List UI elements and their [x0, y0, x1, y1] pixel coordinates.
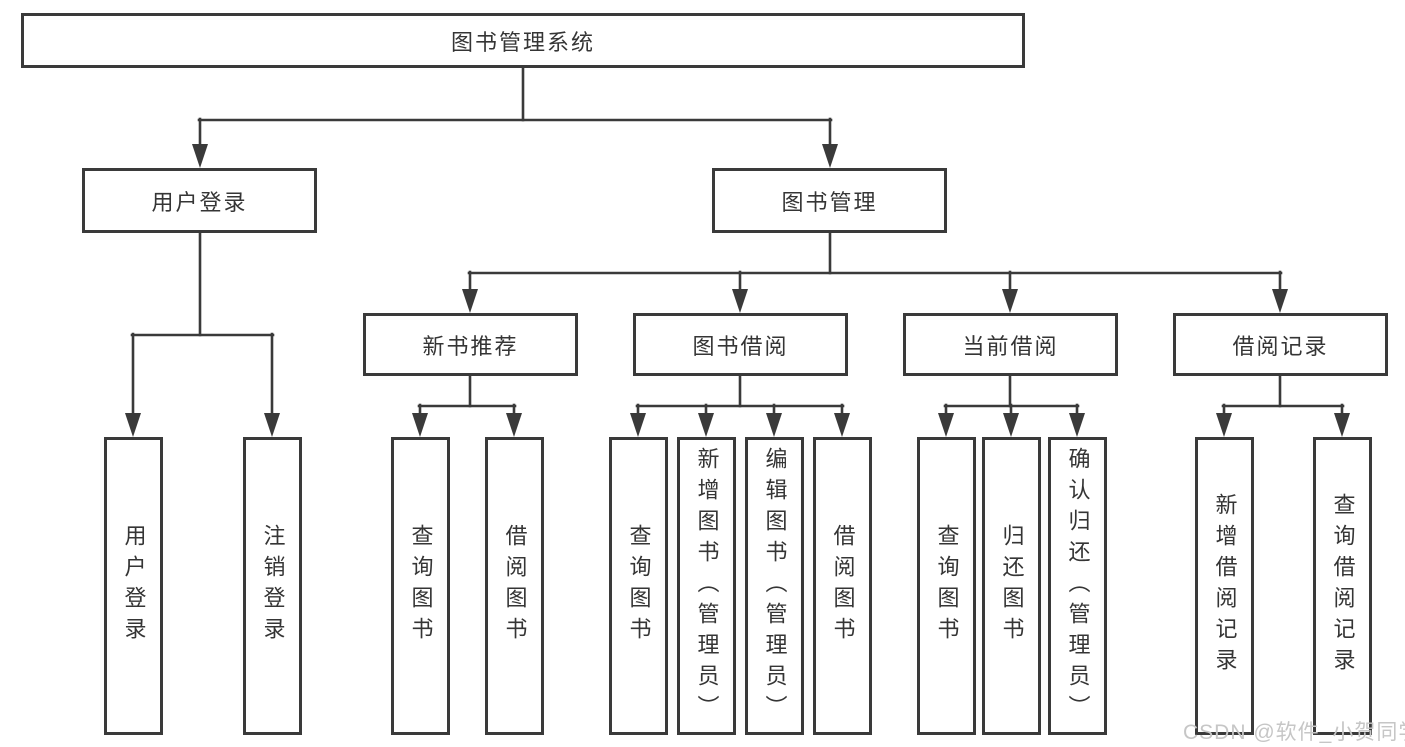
node-label: 图书借阅 — [692, 333, 789, 359]
node-leaf-query-borrow-record: 查询借阅记录 — [1313, 437, 1372, 735]
node-label: 归还图书 — [999, 524, 1025, 648]
node-leaf-query-books-3: 查询图书 — [917, 437, 976, 735]
node-label: 新增图书（管理员） — [694, 446, 720, 726]
node-leaf-query-books-1: 查询图书 — [391, 437, 450, 735]
node-label: 新书推荐 — [422, 333, 519, 359]
node-label: 图书管理 — [781, 189, 878, 215]
node-label: 借阅图书 — [502, 524, 528, 648]
node-label: 注销登录 — [260, 524, 286, 648]
node-label: 新增借阅记录 — [1212, 493, 1238, 679]
node-user-login-branch: 用户登录 — [82, 168, 317, 233]
node-current-borrow: 当前借阅 — [903, 313, 1118, 376]
csdn-watermark: CSDN @软件_小贺同学 — [1183, 721, 1405, 744]
node-label: 借阅记录 — [1232, 333, 1329, 359]
node-label: 编辑图书（管理员） — [762, 446, 788, 726]
node-leaf-query-books-2: 查询图书 — [609, 437, 668, 735]
node-leaf-borrow-books-1: 借阅图书 — [485, 437, 544, 735]
node-label: 查询图书 — [408, 524, 434, 648]
node-leaf-logout: 注销登录 — [243, 437, 302, 735]
node-label: 查询图书 — [626, 524, 652, 648]
node-label: 查询图书 — [934, 524, 960, 648]
node-label: 用户登录 — [151, 189, 248, 215]
node-label: 查询借阅记录 — [1330, 493, 1356, 679]
node-borrow-records: 借阅记录 — [1173, 313, 1388, 376]
node-new-book-recommend: 新书推荐 — [363, 313, 578, 376]
node-label: 图书管理系统 — [450, 29, 595, 55]
node-leaf-confirm-return-admin: 确认归还（管理员） — [1048, 437, 1107, 735]
node-leaf-add-books-admin: 新增图书（管理员） — [677, 437, 736, 735]
node-leaf-return-books: 归还图书 — [982, 437, 1041, 735]
node-label: 用户登录 — [121, 524, 147, 648]
node-label: 当前借阅 — [962, 333, 1059, 359]
node-leaf-user-login: 用户登录 — [104, 437, 163, 735]
node-root-system: 图书管理系统 — [21, 13, 1025, 68]
node-label: 借阅图书 — [830, 524, 856, 648]
node-label: 确认归还（管理员） — [1065, 446, 1091, 726]
node-leaf-edit-books-admin: 编辑图书（管理员） — [745, 437, 804, 735]
node-book-borrow: 图书借阅 — [633, 313, 848, 376]
node-leaf-borrow-books-2: 借阅图书 — [813, 437, 872, 735]
node-leaf-add-borrow-record: 新增借阅记录 — [1195, 437, 1254, 735]
node-book-management: 图书管理 — [712, 168, 947, 233]
